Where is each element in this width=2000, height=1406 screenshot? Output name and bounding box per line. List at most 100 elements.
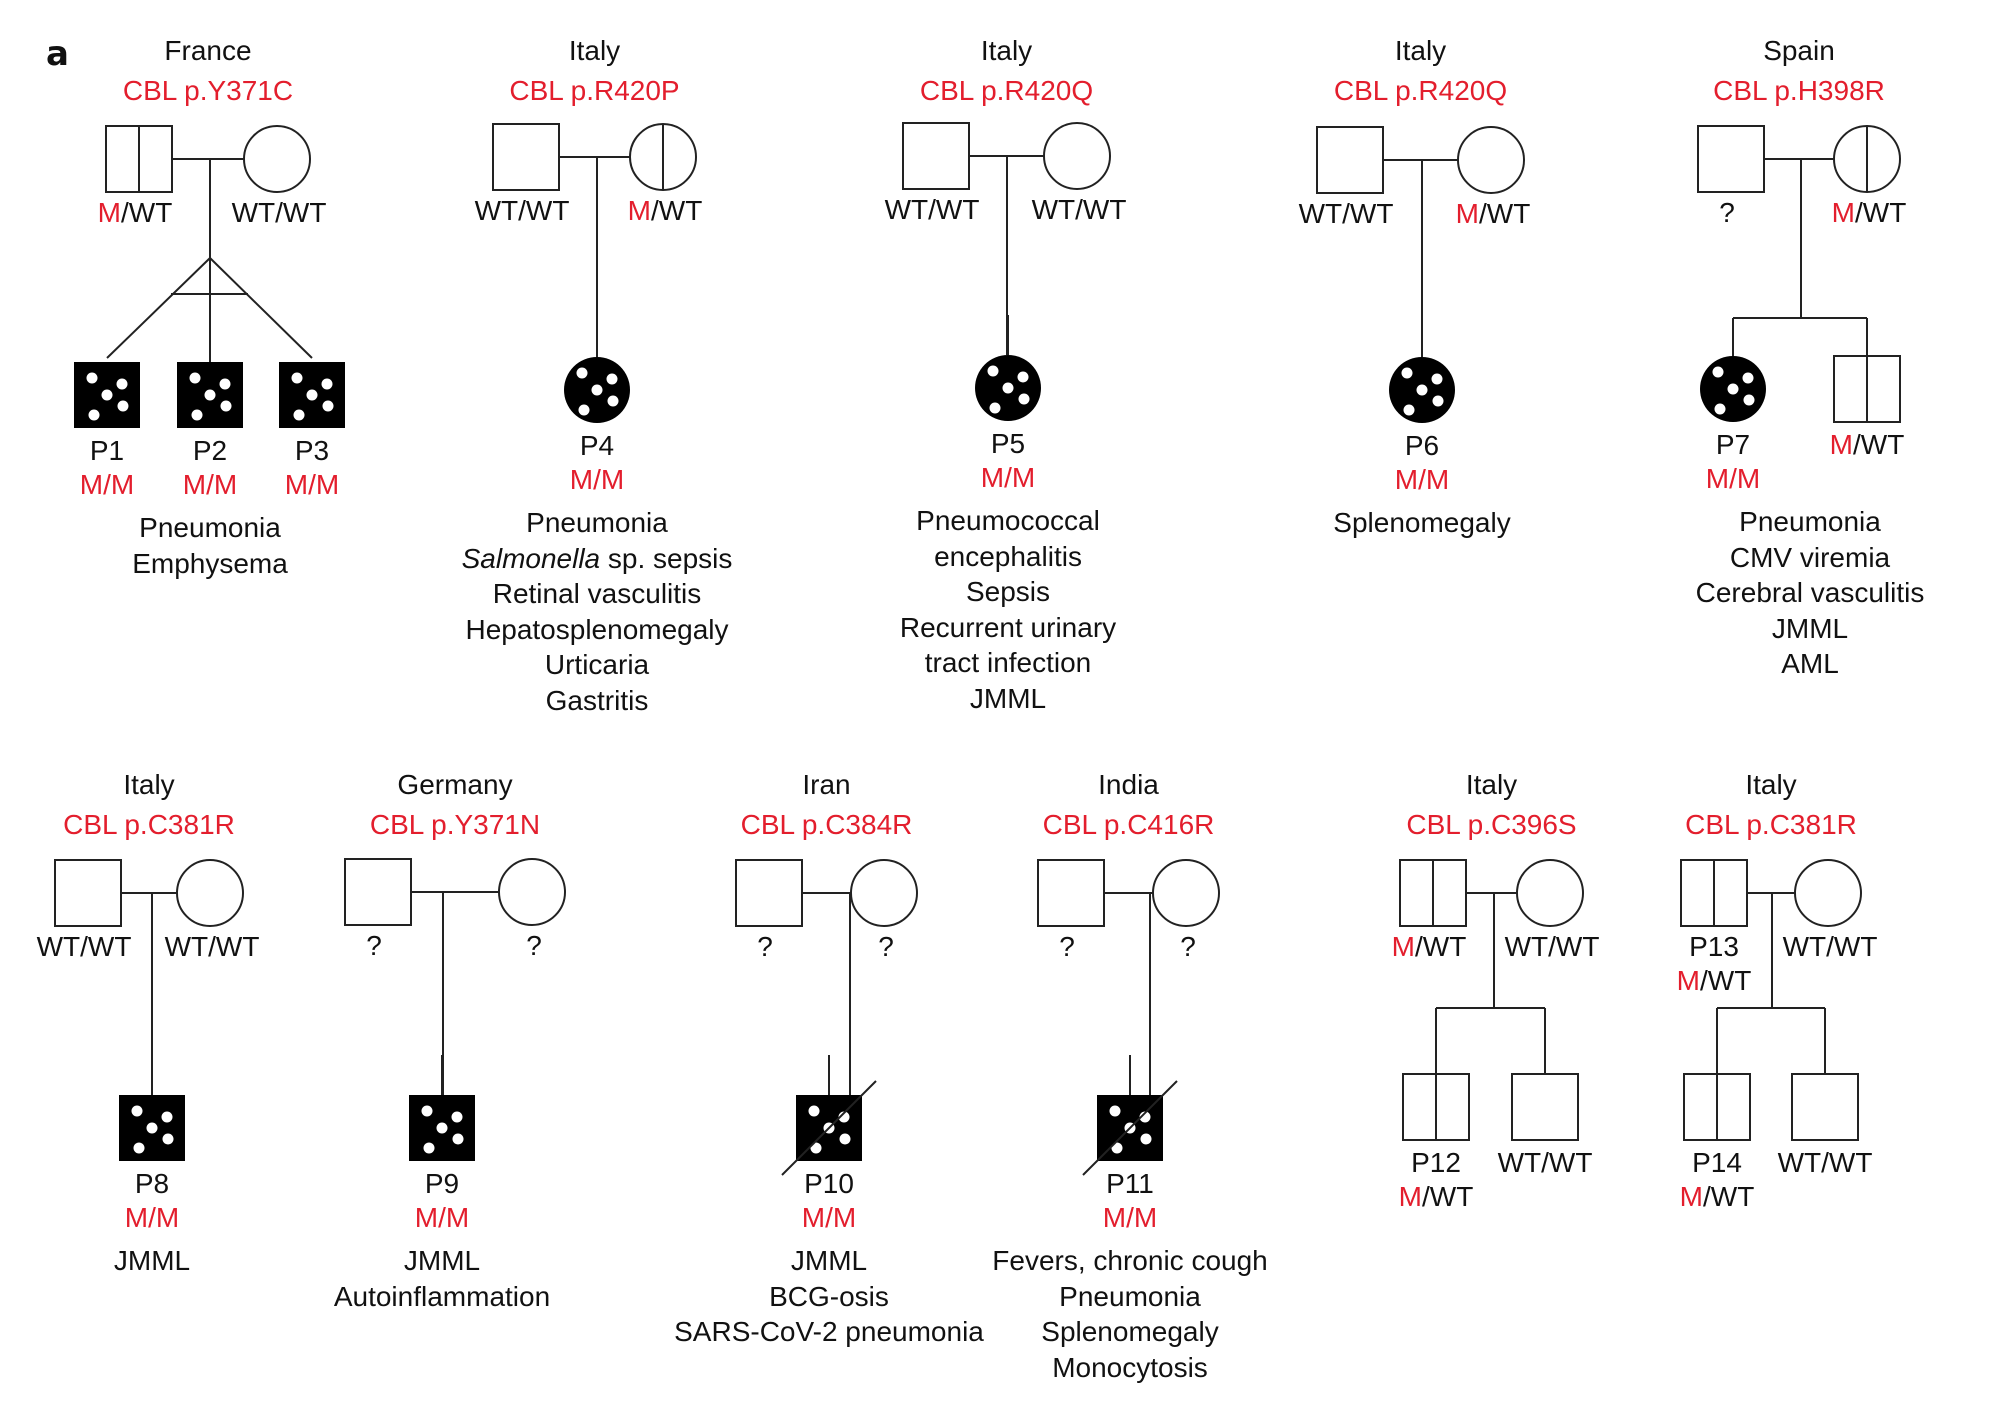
allele-text: /WT — [1700, 965, 1752, 996]
affected-dot — [220, 400, 232, 412]
affected-dot — [1018, 393, 1030, 405]
mother-genotype: M/WT — [1832, 196, 1907, 230]
affected-dot — [131, 1105, 143, 1117]
panel-label: a — [46, 34, 69, 74]
allele-text: /WT — [121, 197, 173, 228]
phenotype-item: Sepsis — [965, 576, 1051, 607]
phenotype-item: Urticaria — [544, 649, 650, 680]
affected-dot — [191, 409, 203, 421]
affected-dot — [1111, 1142, 1123, 1154]
child-genotype: M/M — [124, 1202, 180, 1233]
father-genotype: M/WT — [1392, 930, 1467, 964]
affected-dot — [161, 1111, 173, 1123]
mutant-allele: M — [627, 195, 652, 226]
mother-genotype: WT/WT — [165, 930, 260, 964]
phenotype-item: Gastritis — [545, 684, 649, 716]
affected-dot — [101, 389, 113, 401]
affected-dot — [219, 378, 231, 390]
affected-dot — [204, 389, 216, 401]
affected-dot — [1416, 384, 1428, 396]
patient-id: P9 — [424, 1168, 460, 1199]
affected-dot — [293, 409, 305, 421]
affected-dot — [436, 1122, 448, 1134]
phenotype-item: Retinal vasculitis — [492, 578, 702, 609]
allele-text: /WT — [1853, 429, 1905, 460]
deceased-slash — [781, 1080, 877, 1176]
child-genotype: M/M — [1705, 463, 1761, 494]
allele-text: ? — [878, 931, 894, 962]
affected-dot — [189, 372, 201, 384]
phenotype-item: Recurrent urinary — [899, 611, 1117, 643]
affected-dot — [162, 1133, 174, 1145]
patient-id: P6 — [1404, 430, 1440, 461]
allele-text: ? — [526, 930, 542, 961]
patient-id: P5 — [990, 428, 1026, 459]
patient-id: P10 — [804, 1168, 854, 1199]
affected-dot — [1714, 403, 1726, 415]
phenotype-item: Salmonella sp. sepsis — [461, 542, 733, 574]
variant-label: CBL p.C416R — [1042, 809, 1215, 840]
patient-id: P14 — [1692, 1147, 1742, 1178]
phenotype-item: CMV viremia — [1729, 541, 1891, 573]
phenotype-item: Pneumonia — [1739, 506, 1881, 537]
female-circle — [850, 859, 918, 927]
child-genotype: WT/WT — [1777, 1147, 1873, 1178]
affected-dot — [989, 402, 1001, 414]
phenotype-item: Hepatosplenomegaly — [465, 613, 729, 645]
variant-label: CBL p.C381R — [63, 809, 235, 840]
mother-genotype: M/WT — [628, 194, 703, 228]
affected-dot — [1002, 382, 1014, 394]
child-genotype: M/M — [284, 469, 340, 500]
mother-genotype: ? — [878, 930, 894, 964]
phenotype-item: Emphysema — [132, 547, 288, 579]
male-square — [1791, 1073, 1859, 1141]
affected-dot — [116, 378, 128, 390]
male-square — [1316, 126, 1384, 194]
variant-label: CBL p.Y371N — [369, 809, 541, 840]
country-label: Germany — [397, 769, 513, 800]
affected-dot — [421, 1105, 433, 1117]
allele-text: WT/WT — [474, 195, 570, 226]
variant-label: CBL p.Y371C — [122, 75, 294, 106]
allele-text: /WT — [651, 195, 703, 226]
female-circle — [1516, 859, 1584, 927]
affected-dot — [88, 409, 100, 421]
country-label: Italy — [1394, 35, 1447, 66]
male-square — [1037, 859, 1105, 927]
country-label: Italy — [123, 769, 175, 800]
female-circle — [1152, 859, 1220, 927]
allele-text: WT/WT — [231, 197, 327, 228]
affected-dot — [306, 389, 318, 401]
affected-dot — [1712, 366, 1724, 378]
affected-dot — [606, 373, 618, 385]
patient-id: P11 — [1106, 1168, 1154, 1199]
allele-text: WT/WT — [36, 931, 132, 962]
child-genotype: M/M — [79, 469, 135, 500]
phenotype-item: encephalitis — [934, 540, 1082, 572]
mother-genotype: ? — [526, 929, 542, 963]
father-genotype: M/WT — [98, 196, 173, 230]
country-label: Italy — [1465, 769, 1518, 800]
phenotype-item: Splenomegaly — [1041, 1316, 1219, 1347]
mother-genotype: ? — [1180, 930, 1196, 964]
allele-text: WT/WT — [1298, 198, 1394, 229]
affected-dot — [1401, 367, 1413, 379]
mutant-allele: M — [1398, 1181, 1423, 1212]
affected-dot — [839, 1133, 851, 1145]
affected-dot — [146, 1122, 158, 1134]
father-genotype: WT/WT — [885, 193, 980, 227]
mutant-allele: M — [1831, 197, 1856, 228]
affected-dot — [1432, 395, 1444, 407]
variant-label: CBL p.H398R — [1713, 75, 1885, 106]
phenotype-item: Pneumonia — [139, 512, 281, 543]
affected-dot — [1742, 372, 1754, 384]
father-genotype: WT/WT — [475, 194, 570, 228]
allele-text: WT/WT — [1782, 931, 1878, 962]
male-square — [1511, 1073, 1579, 1141]
variant-label: CBL p.C381R — [1685, 809, 1857, 840]
affected-dot — [133, 1142, 145, 1154]
